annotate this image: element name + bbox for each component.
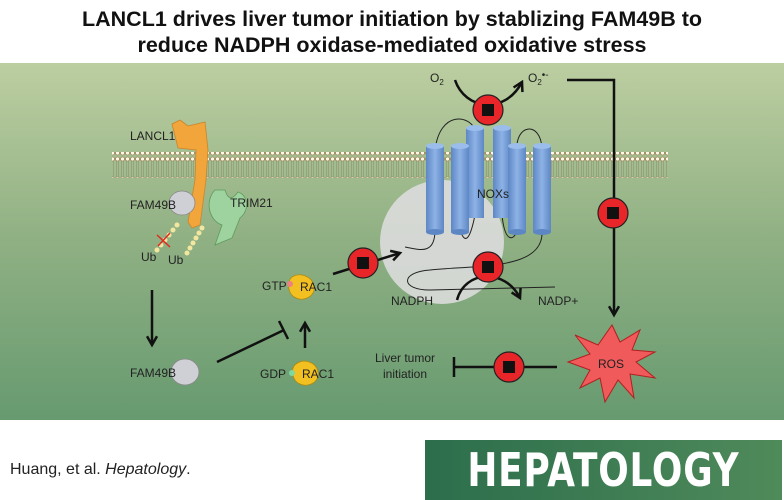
rac1-gtp-protein [288,274,315,300]
title-line-1: LANCL1 drives liver tumor initiation by … [82,7,702,31]
trim21-label: TRIM21 [230,196,273,210]
inhibitor-marker-o2 [472,94,504,126]
inhibitor-markers [347,94,629,383]
ub-label-1: Ub [141,250,157,264]
nox-complex [426,125,551,235]
fam49b-label-top: FAM49B [130,198,176,212]
inhibitor-marker-nadph [472,251,504,283]
ros-burst [566,324,657,404]
inhibitor-marker-superoxide [597,197,629,229]
pathway-diagram: NOXs LANCL1 FAM49B TRIM21 Ub Ub FAM49B G… [0,63,784,420]
gtp-label: GTP [262,279,287,293]
lancl1-protein [171,119,209,229]
noxs-label: NOXs [477,187,509,201]
ub-label-2: Ub [168,253,184,267]
inhibitor-marker-rac1 [347,247,379,279]
trim21-protein [208,189,247,246]
rac1-gdp-label: RAC1 [302,367,334,381]
page-title: LANCL1 drives liver tumor initiation by … [0,6,784,58]
nadp-label: NADP+ [538,294,578,308]
fam49b-protein-top [168,190,196,216]
ros-label: ROS [598,357,624,371]
nadph-label: NADPH [391,294,433,308]
title-line-2: reduce NADPH oxidase-mediated oxidative … [137,33,647,57]
lancl1-label: LANCL1 [130,129,176,143]
rac1-gtp-label: RAC1 [300,280,332,294]
gdp-dot [289,370,295,376]
inhibitor-marker-ros [493,351,525,383]
liver-tumor-label-1: Liver tumor [375,351,435,365]
o2-label: O2 [430,71,444,87]
fam49b-label-bottom: FAM49B [130,366,176,380]
blocked-x-icon [156,232,171,248]
ubiquitin-chains [154,222,205,256]
fam49b-protein-bottom [170,358,200,386]
hepatology-logo: HEPATOLOGY [425,440,782,500]
gtp-dot [287,281,293,287]
citation: Huang, et al. Hepatology. [10,461,191,478]
gdp-label: GDP [260,367,286,381]
superoxide-to-ros-arrow [567,78,621,318]
liver-tumor-label-2: initiation [383,367,427,381]
inhibition-arrow-fam49b-rac1 [216,320,290,364]
superoxide-label: O2•- [528,70,549,87]
